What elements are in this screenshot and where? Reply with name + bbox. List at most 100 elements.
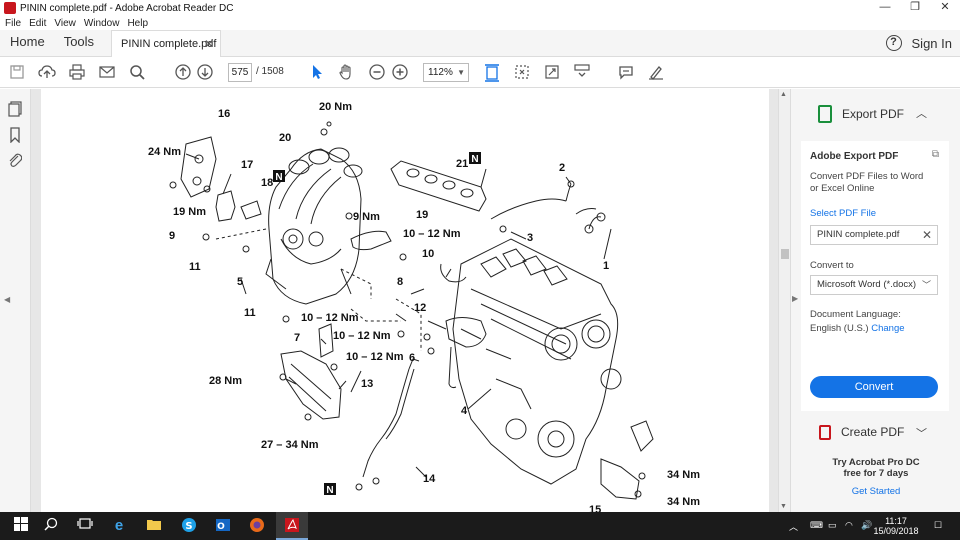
page-thumbnails-icon[interactable] [8, 101, 22, 117]
create-pdf-header[interactable]: Create PDF ﹀ [791, 419, 951, 445]
system-clock[interactable]: 11:17 15/09/2018 [872, 516, 920, 536]
outlook-icon[interactable]: O [214, 517, 232, 535]
sign-in-link[interactable]: Sign In [911, 35, 952, 51]
page-number-input[interactable]: 575 [228, 63, 252, 82]
export-heading: Adobe Export PDF [810, 151, 899, 162]
menu-window[interactable]: Window [83, 17, 120, 29]
tab-document[interactable]: PININ complete.pdf ✕ [111, 30, 222, 57]
zoom-out-icon[interactable] [368, 64, 386, 82]
window-title: PININ complete.pdf - Adobe Acrobat Reade… [20, 2, 234, 14]
convert-to-select[interactable]: Microsoft Word (*.docx) ﹀ [810, 275, 938, 295]
minimize-button[interactable]: — [879, 1, 891, 13]
collapse-left-icon[interactable]: ◀ [4, 295, 11, 304]
convert-to-value: Microsoft Word (*.docx) [817, 279, 917, 290]
diagram-callout-label: 10 – 12 Nm [346, 351, 404, 363]
close-tab-icon[interactable]: ✕ [203, 37, 215, 51]
menu-help[interactable]: Help [127, 17, 149, 29]
previous-page-icon[interactable] [174, 64, 192, 82]
convert-button[interactable]: Convert [810, 376, 938, 398]
export-pdf-title: Export PDF [842, 107, 905, 121]
tools-pane: ▶ Export PDF ︿ Adobe Export PDF ⧉ Conver… [790, 89, 960, 512]
export-pdf-panel: Adobe Export PDF ⧉ Convert PDF Files to … [801, 141, 949, 411]
export-description: Convert PDF Files to Word or Excel Onlin… [810, 171, 924, 194]
rotate-view-icon[interactable] [513, 64, 531, 82]
chevron-down-icon[interactable]: ﹀ [916, 428, 927, 440]
chevron-down-icon: ﹀ [921, 280, 931, 290]
diagram-callout-label: 4 [461, 405, 468, 417]
firefox-icon[interactable] [248, 517, 266, 535]
scroll-mode-icon[interactable] [573, 64, 591, 82]
edge-browser-icon[interactable]: e [114, 517, 124, 534]
highlight-pen-icon[interactable] [647, 64, 665, 82]
tab-home[interactable]: Home [10, 34, 45, 49]
windows-start-icon[interactable] [12, 517, 30, 535]
menu-view[interactable]: View [54, 17, 76, 29]
diagram-callout-label: 9 [169, 230, 175, 242]
close-button[interactable]: ✕ [940, 1, 950, 13]
search-icon[interactable] [42, 517, 60, 535]
svg-text:O: O [217, 522, 225, 532]
settings-icon[interactable]: ⧉ [931, 149, 939, 160]
search-icon[interactable] [128, 64, 146, 82]
scrollbar-thumb[interactable] [781, 249, 789, 259]
full-screen-icon[interactable] [543, 64, 561, 82]
wifi-icon[interactable]: ◠ [845, 520, 853, 530]
zoom-in-icon[interactable] [391, 64, 409, 82]
diagram-callout-label: 16 [218, 108, 230, 120]
diagram-callout-label: 11 [244, 307, 256, 319]
battery-icon[interactable]: ▭ [828, 520, 837, 530]
clock-date: 15/09/2018 [873, 526, 919, 536]
file-explorer-icon[interactable] [145, 517, 163, 535]
upload-cloud-icon[interactable] [38, 64, 56, 82]
n-badge [273, 170, 285, 182]
email-icon[interactable] [98, 64, 116, 82]
diagram-callout-label: 10 [422, 248, 434, 260]
acrobat-pro-promo: Try Acrobat Pro DC free for 7 days Get S… [791, 457, 960, 497]
keyboard-icon[interactable]: ⌨ [810, 520, 823, 530]
comment-icon[interactable] [617, 64, 635, 82]
help-icon[interactable]: ? [885, 35, 902, 51]
zoom-level-select[interactable]: 112% ▼ [423, 63, 469, 82]
skype-icon[interactable]: S [180, 517, 198, 535]
convert-to-label: Convert to [810, 260, 854, 271]
chevron-up-icon[interactable]: ︿ [916, 108, 927, 120]
diagram-callout-label: 13 [361, 378, 373, 390]
bookmarks-icon[interactable] [8, 127, 22, 144]
get-started-link[interactable]: Get Started [851, 486, 901, 497]
diagram-callout-label: 28 Nm [209, 375, 242, 387]
select-cursor-icon[interactable] [308, 64, 326, 82]
fit-page-icon[interactable] [483, 64, 501, 82]
diagram-callout-label: 10 – 12 Nm [403, 228, 461, 240]
clear-file-icon[interactable]: ✕ [921, 228, 932, 242]
document-scrollbar[interactable]: ▲ ▼ [778, 89, 790, 512]
menu-edit[interactable]: Edit [29, 17, 47, 29]
document-language-value: English (U.S.) [810, 323, 869, 334]
windows-taskbar: e S O ︿ ⌨ ▭ ◠ 🔊 11:17 15/09/2018 ☐ [0, 512, 960, 540]
change-language-link[interactable]: Change [871, 323, 905, 334]
next-page-icon[interactable] [196, 64, 214, 82]
diagram-callout-label: 7 [294, 332, 300, 344]
scroll-up-icon[interactable]: ▲ [780, 91, 787, 98]
task-view-icon[interactable] [76, 517, 94, 535]
diagram-callout-label: 20 Nm [319, 101, 352, 113]
select-pdf-file-link[interactable]: Select PDF File [810, 208, 876, 219]
n-badge-label: N [275, 172, 282, 183]
hand-tool-icon[interactable] [337, 64, 355, 82]
export-pdf-header[interactable]: Export PDF ︿ [791, 89, 951, 139]
save-icon[interactable] [8, 64, 26, 82]
show-hidden-icons-icon[interactable]: ︿ [789, 522, 799, 532]
volume-icon[interactable]: 🔊 [861, 520, 873, 530]
print-icon[interactable] [68, 64, 86, 82]
document-language-label: Document Language: [810, 309, 901, 320]
selected-file-field[interactable]: PININ complete.pdf ✕ [810, 225, 938, 245]
scroll-down-icon[interactable]: ▼ [780, 503, 787, 510]
menu-file[interactable]: File [5, 17, 22, 29]
maximize-button[interactable]: ❐ [910, 1, 920, 13]
tab-tools[interactable]: Tools [63, 34, 95, 49]
attachments-icon[interactable] [8, 152, 23, 168]
acrobat-reader-icon[interactable] [283, 517, 301, 535]
clock-time: 11:17 [885, 516, 907, 526]
collapse-right-pane-icon[interactable]: ▶ [792, 294, 799, 303]
notifications-icon[interactable]: ☐ [934, 520, 943, 530]
